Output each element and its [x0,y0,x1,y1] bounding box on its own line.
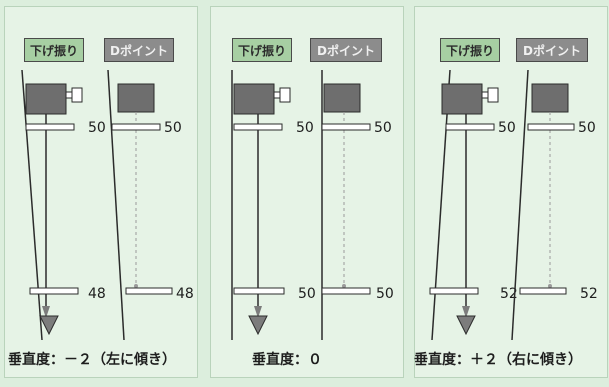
plumb-knob [481,91,489,99]
d-point-device [323,83,361,113]
plumb-device [441,83,483,115]
d-point-label: Dポイント [310,38,382,62]
bottom-scale [125,287,173,295]
d-point-label: Dポイント [104,38,174,62]
plumb-bob [39,315,59,336]
bottom-scale [429,287,479,295]
dpoint-bottom-value: 52 [580,286,598,302]
plumb-bob [456,315,476,336]
plumb-top-value: 50 [88,120,106,136]
bottom-scale [233,287,285,295]
plumb-knob [65,91,73,99]
top-scale [25,123,75,131]
column-line [107,69,125,341]
plumb-bottom-value: 52 [500,286,518,302]
plumb-bob-label: 下げ振り [440,38,500,62]
plumb-bob-tip [42,306,50,318]
laser-dot [342,284,346,288]
column-line [511,69,529,341]
plumb-bob-label: 下げ振り [232,38,292,62]
d-point-device [531,83,569,113]
plumb-bob [248,315,268,336]
dpoint-bottom-value: 50 [376,286,394,302]
plumb-bottom-value: 50 [298,286,316,302]
column-line [431,69,451,341]
top-scale [233,123,283,131]
verticality-result: 垂直度：０ [252,352,322,368]
dpoint-top-value: 50 [578,120,596,136]
plumb-bottom-value: 48 [88,286,106,302]
dpoint-top-value: 50 [164,120,182,136]
top-scale [111,123,161,131]
top-scale [527,123,575,131]
d-point-device [117,83,155,113]
top-scale [445,123,495,131]
plumb-top-value: 50 [498,120,516,136]
bottom-scale [29,287,79,295]
bottom-scale [519,287,567,295]
panel-right-tilt [414,6,608,378]
panel-vertical [210,6,404,378]
dpoint-bottom-value: 48 [176,286,194,302]
verticality-result: 垂直度：－２（左に傾き） [8,352,176,368]
plumb-bob-tip [462,306,470,318]
laser-dot [548,284,552,288]
top-scale [321,123,371,131]
plumb-knob [279,87,291,103]
plumb-device [25,83,67,115]
d-point-label: Dポイント [516,38,588,62]
plumb-device [233,83,275,115]
plumb-bob-tip [254,306,262,318]
plumb-top-value: 50 [296,120,314,136]
column-line [21,69,43,341]
plumb-knob [273,91,281,99]
laser-dot [134,284,138,288]
dpoint-top-value: 50 [374,120,392,136]
panel-left-tilt [4,6,198,378]
plumb-bob-label: 下げ振り [24,38,84,62]
plumb-knob [71,87,83,103]
bottom-scale [321,287,371,295]
verticality-result: 垂直度：＋２（右に傾き） [414,352,582,368]
plumb-knob [487,87,499,103]
